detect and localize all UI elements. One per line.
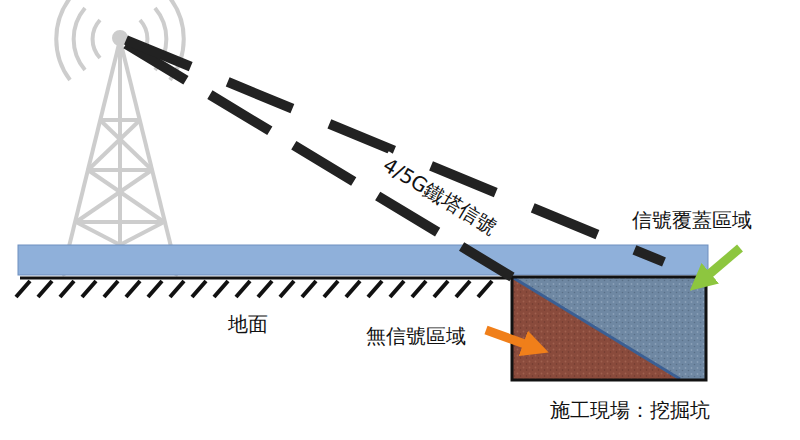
ground-hatching (16, 281, 492, 297)
hatch-stroke (324, 281, 338, 297)
hatch-stroke (126, 281, 140, 297)
hatch-stroke (434, 281, 448, 297)
hatch-stroke (346, 281, 360, 297)
callout-arrow (486, 330, 536, 348)
hatch-stroke (38, 281, 52, 297)
ground-band (18, 245, 708, 275)
signal-line (126, 44, 512, 277)
region-label: 信號覆蓋區域 (632, 208, 752, 232)
hatch-stroke (368, 281, 382, 297)
hatch-stroke (390, 281, 404, 297)
hatch-stroke (104, 281, 118, 297)
hatch-stroke (148, 281, 162, 297)
hatch-stroke (214, 281, 228, 297)
hatch-stroke (82, 281, 96, 297)
hatch-stroke (258, 281, 272, 297)
signal-line (126, 40, 664, 262)
ground-label: 地面 (228, 312, 268, 336)
region-label: 無信號區域 (366, 324, 466, 348)
hatch-stroke (170, 281, 184, 297)
hatch-stroke (478, 281, 492, 297)
hatch-stroke (280, 281, 294, 297)
hatch-stroke (192, 281, 206, 297)
signal-boundary (512, 277, 680, 379)
hatch-stroke (16, 281, 30, 297)
hatch-stroke (412, 281, 426, 297)
callout-arrow (700, 248, 740, 282)
site-label: 施工現場：挖掘坑 (550, 398, 710, 422)
hatch-stroke (60, 281, 74, 297)
signal-region (512, 277, 706, 380)
hatch-stroke (302, 281, 316, 297)
excavation-pit (512, 277, 706, 380)
ground-line (20, 277, 512, 280)
hatch-stroke (236, 281, 250, 297)
hatch-stroke (456, 281, 470, 297)
cell-tower (56, 0, 184, 275)
